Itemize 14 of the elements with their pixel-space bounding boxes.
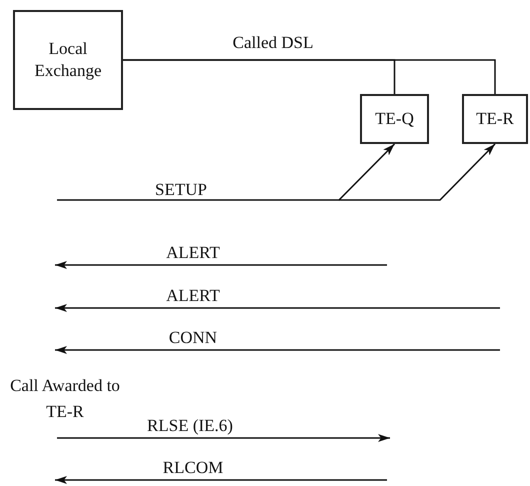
edge-label: Called DSL bbox=[232, 33, 314, 53]
edge-label: SETUP bbox=[155, 180, 207, 200]
message-label: RLSE (IE.6) bbox=[147, 416, 233, 436]
message-label: ALERT bbox=[166, 243, 220, 263]
message-label: CONN bbox=[168, 328, 218, 348]
message-label: RLCOM bbox=[162, 458, 224, 478]
note-text: Call Awarded to TE-R bbox=[9, 375, 121, 423]
message-arrow bbox=[57, 143, 396, 201]
message-label: ALERT bbox=[166, 286, 220, 306]
line-connector bbox=[123, 59, 496, 94]
message-arrow bbox=[339, 143, 496, 201]
node-label: Local Exchange bbox=[33, 38, 103, 82]
node-label: TE-Q bbox=[375, 108, 414, 130]
node-label: TE-R bbox=[476, 108, 514, 130]
